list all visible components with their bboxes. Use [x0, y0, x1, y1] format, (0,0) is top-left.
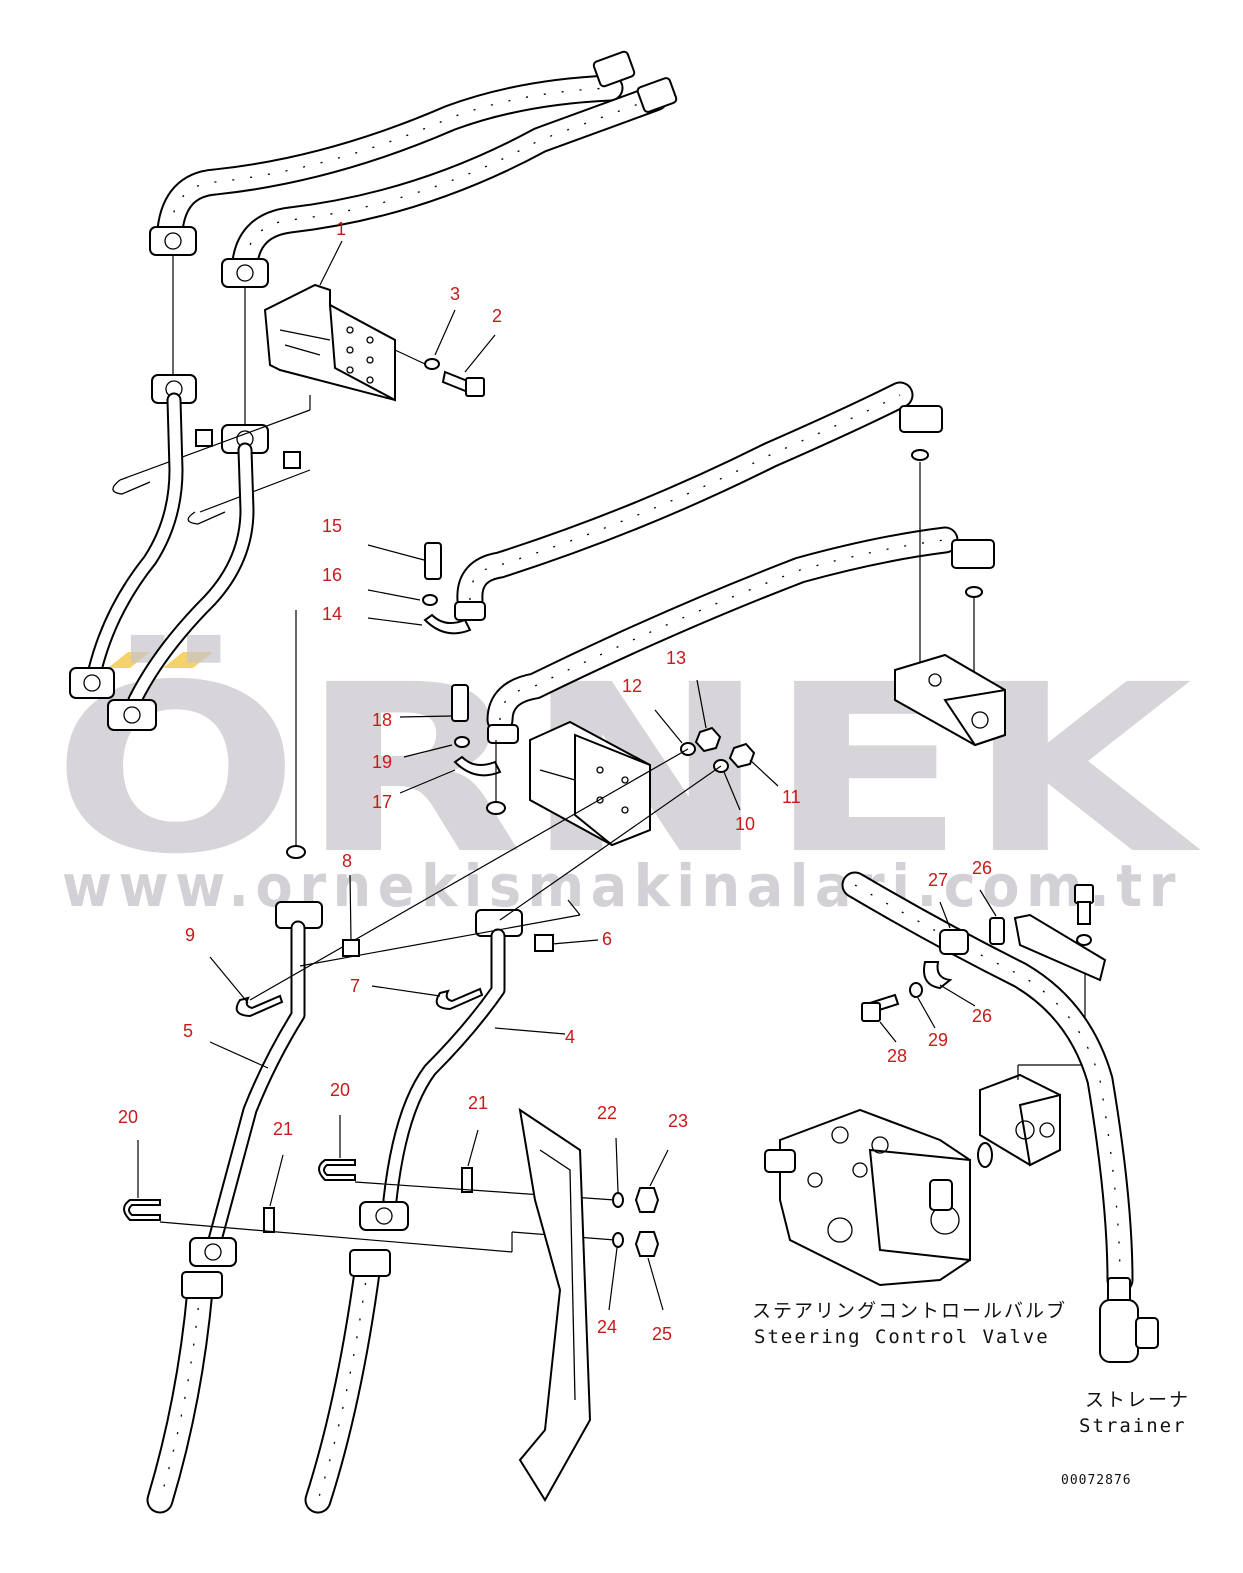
callout-24: 24: [597, 1317, 617, 1337]
hose-clamp-assembly: [861, 884, 1107, 1022]
split-flange-clamps: [422, 542, 519, 777]
callout-13: 13: [666, 648, 686, 668]
callout-27: 27: [928, 870, 948, 890]
steering-valve-label-en: Steering Control Valve: [754, 1326, 1050, 1348]
upper-hose-pair: [156, 50, 678, 276]
callout-17: 17: [372, 792, 392, 812]
watermark-accent-left: [108, 652, 150, 668]
middle-hose-pair: [456, 381, 995, 734]
callout-3: 3: [450, 284, 460, 304]
callout-16: 16: [322, 565, 342, 585]
callout-9: 9: [185, 925, 195, 945]
frame-rail: [518, 1107, 592, 1502]
steering-control-valve-drawing: [764, 1108, 971, 1287]
callout-4: 4: [565, 1027, 575, 1047]
callout-21-left: 21: [273, 1119, 293, 1139]
manifold-block: [894, 653, 1006, 747]
callout-26-top: 26: [972, 858, 992, 878]
watermark-accent-right: [163, 652, 213, 668]
callout-11: 11: [782, 787, 801, 807]
callout-28: 28: [887, 1046, 907, 1066]
callout-leaders: [137, 240, 997, 1311]
callout-8: 8: [342, 851, 352, 871]
part-captions: ステアリングコントロールバルブ Steering Control Valve ス…: [752, 1299, 1190, 1488]
callout-14: 14: [322, 604, 342, 624]
callout-10: 10: [735, 814, 755, 834]
document-id: 00072876: [1061, 1473, 1132, 1488]
watermark-url: www.ornekismakinalari.com.tr: [62, 852, 1182, 920]
callout-25: 25: [652, 1324, 672, 1344]
callout-26-bottom: 26: [972, 1006, 992, 1026]
steering-valve-label-jp: ステアリングコントロールバルブ: [752, 1299, 1067, 1322]
bottom-hoses: [146, 1249, 391, 1514]
callout-23: 23: [668, 1111, 688, 1131]
left-rigid-pipes: [69, 392, 255, 731]
lower-u-bolts: [123, 1159, 616, 1253]
callout-20-right: 20: [330, 1080, 350, 1100]
callout-29: 29: [928, 1030, 948, 1050]
strainer-label-jp: ストレーナ: [1085, 1389, 1190, 1411]
center-mounting-plate: [529, 720, 651, 847]
callout-21-right: 21: [468, 1093, 488, 1113]
upper-clamps: [112, 395, 311, 525]
filter-block: [977, 970, 1086, 1168]
frame-nuts: [612, 1187, 660, 1257]
clamps-and-u-bolts: [235, 934, 554, 1018]
callout-18: 18: [372, 710, 392, 730]
callout-5: 5: [183, 1021, 193, 1041]
callout-6: 6: [602, 929, 612, 949]
callout-20-left: 20: [118, 1107, 138, 1127]
strainer-label-en: Strainer: [1079, 1415, 1187, 1437]
washer-and-bolt: [424, 358, 485, 397]
callout-12: 12: [622, 676, 642, 696]
strainer-hose: [841, 871, 1159, 1363]
callout-2: 2: [492, 306, 502, 326]
callout-1: 1: [336, 219, 346, 239]
bracket-part-1: [263, 283, 426, 402]
rigid-pipes-4-5: [189, 610, 722, 1267]
callout-7: 7: [350, 976, 360, 996]
callout-22: 22: [597, 1103, 617, 1123]
callout-19: 19: [372, 752, 392, 772]
callout-15: 15: [322, 516, 342, 536]
callout-numbers: 1 2 3 4 5 6 7 8 9 10 11 12 13 14 15 16 1…: [118, 219, 992, 1344]
